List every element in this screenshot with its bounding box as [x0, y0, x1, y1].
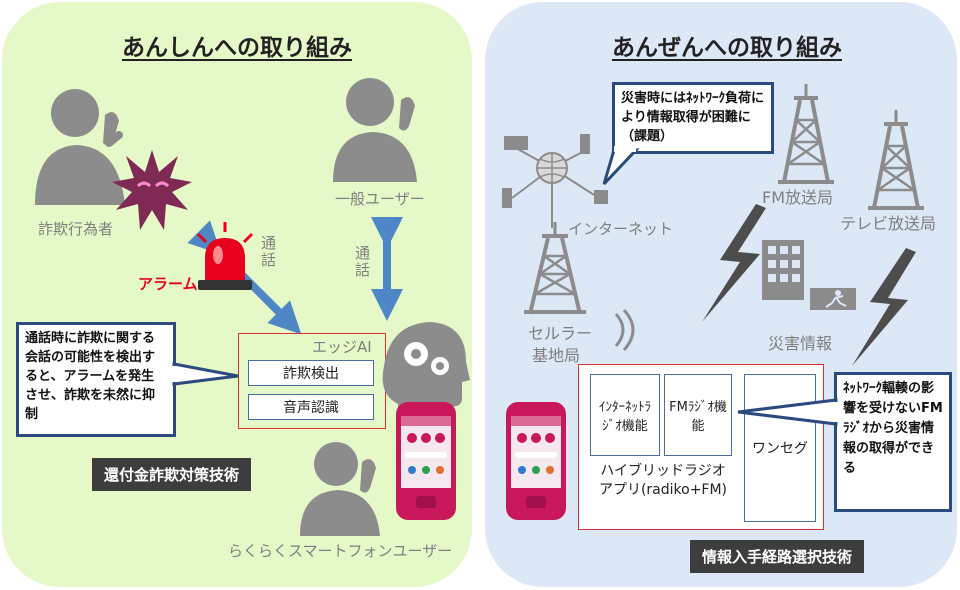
right-panel-title: あんぜんへの取り組み: [612, 28, 842, 62]
edge-ai-label: エッジAI: [312, 336, 372, 357]
tv-station-label: テレビ放送局: [840, 210, 936, 234]
general-user-label: 一般ユーザー: [335, 188, 425, 209]
building-icon: [762, 240, 812, 300]
voice-recognition-box: 音声認識: [248, 394, 374, 420]
internet-network-icon: [494, 128, 624, 228]
network-callout-pointer: [736, 398, 838, 428]
cell-station-label-2: 基地局: [532, 342, 580, 366]
internet-radio-box: ｲﾝﾀｰﾈｯﾄﾗｼﾞｵ機能: [590, 374, 660, 456]
fraud-detection-box: 詐欺検出: [248, 360, 374, 386]
raku-user-label: らくらくスマートフォンユーザー: [228, 540, 452, 561]
emergency-exit-icon: [810, 288, 856, 310]
call-arrow-vertical: [372, 215, 402, 320]
internet-radio-text: ｲﾝﾀｰﾈｯﾄﾗｼﾞｵ機能: [593, 396, 657, 434]
left-panel-title: あんしんへの取り組み: [122, 28, 352, 62]
raku-phone-icon-left: [396, 402, 456, 520]
tv-tower-icon: [866, 110, 926, 210]
fraud-callout-pointer: [172, 360, 242, 390]
lightning-right-icon: [848, 248, 918, 368]
cell-tower-icon: [520, 222, 590, 314]
fm-tower-icon: [776, 84, 836, 184]
alarm-label: アラーム: [138, 273, 198, 294]
fm-station-label: FM放送局: [762, 184, 833, 208]
lightning-left-icon: [700, 204, 770, 324]
fraudster-label: 詐欺行為者: [38, 218, 113, 239]
raku-phone-icon-right: [506, 402, 566, 520]
fm-radio-box: FMﾗｼﾞｵ機能: [664, 374, 732, 456]
raku-user-icon: [296, 438, 396, 536]
right-tech-label: 情報入手経路選択技術: [690, 540, 864, 573]
network-callout: ﾈｯﾄﾜｰｸ輻輳の影響を受けないFMﾗｼﾞｵから災害情報の取得ができる: [834, 372, 952, 512]
call-label-vertical: 通話: [352, 245, 373, 279]
general-user-icon: [325, 72, 435, 182]
hybrid-app-label: ハイブリッドラジオアプリ(radiko+FM): [598, 462, 728, 500]
oneseg-box: ワンセグ: [744, 374, 816, 522]
cell-station-label-1: セルラー: [528, 320, 592, 344]
left-tech-label: 還付金詐欺対策技術: [92, 458, 251, 491]
disaster-info-label: 災害情報: [768, 330, 832, 354]
fm-radio-text: FMﾗｼﾞｵ機能: [667, 396, 729, 434]
signal-waves-icon: [612, 310, 642, 350]
fraud-callout: 通話時に詐欺に関する会話の可能性を検出すると、アラームを発生させ、詐欺を未然に抑…: [16, 322, 176, 437]
disaster-callout: 災害時にはﾈｯﾄﾜｰｸ負荷により情報取得が困難に（課題）: [612, 82, 774, 154]
